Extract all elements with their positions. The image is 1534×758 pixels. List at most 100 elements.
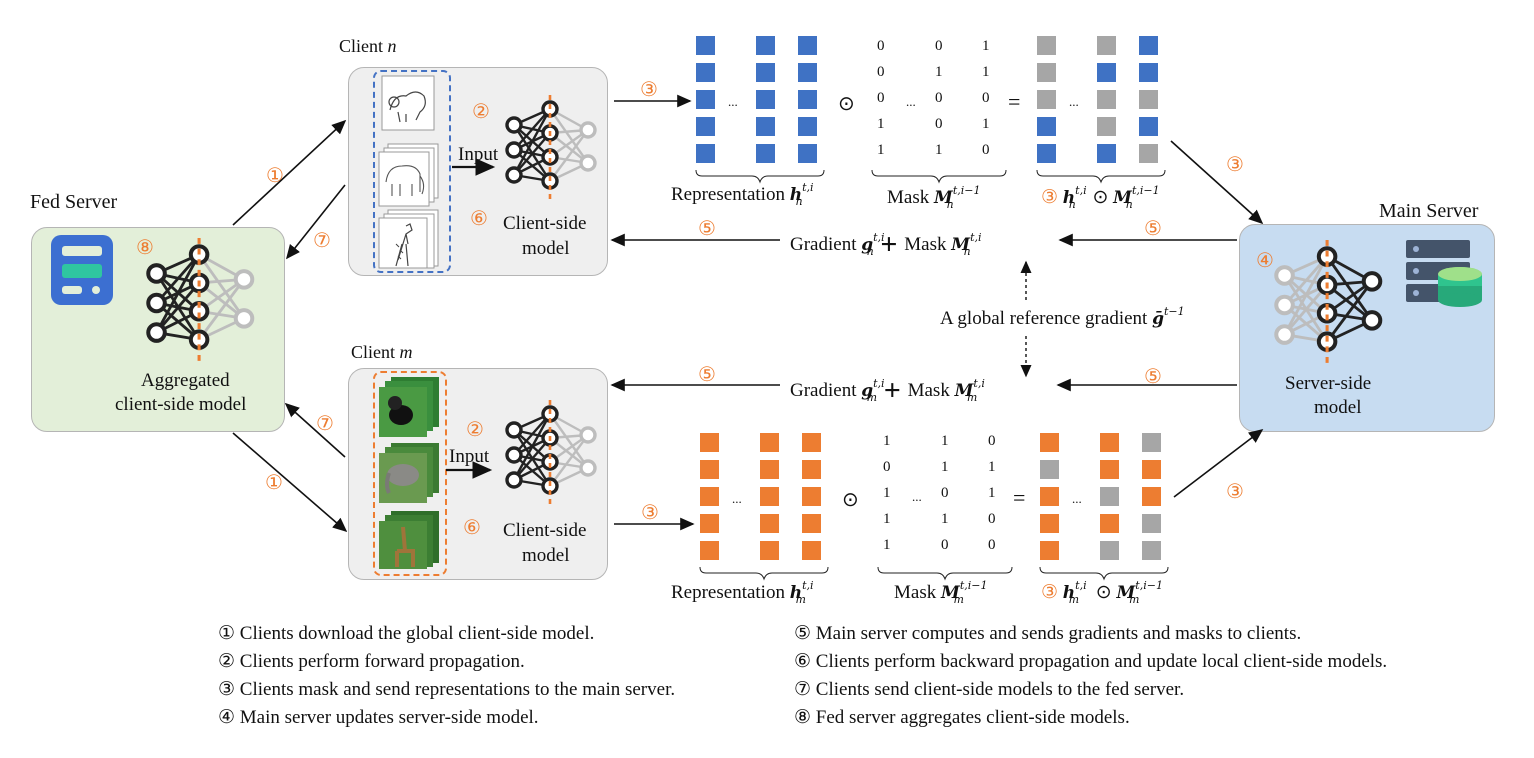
matrix-cell xyxy=(1142,433,1161,452)
matrix-cell xyxy=(1097,117,1116,136)
database-server-icon xyxy=(1406,240,1482,307)
matrix-cell xyxy=(1142,514,1161,533)
nn-node xyxy=(505,471,523,489)
matrix-cell xyxy=(798,144,817,163)
matrix-cell xyxy=(1100,487,1119,506)
odot-n: ⊙ xyxy=(838,93,855,115)
client-m-label: Client m xyxy=(351,342,413,362)
matrix-cell xyxy=(802,514,821,533)
server-icon xyxy=(51,235,113,305)
nn-client-m xyxy=(505,400,597,508)
mask-value: 1 xyxy=(883,511,891,527)
matrix-cell xyxy=(1040,514,1059,533)
matrix-cell xyxy=(1139,117,1158,136)
nn-edge xyxy=(513,132,551,176)
nn-node xyxy=(146,322,167,343)
matrix-cell xyxy=(760,433,779,452)
nn-node xyxy=(233,308,255,329)
matrix-cell xyxy=(1040,487,1059,506)
legend-item-5: ⑤ Main server computes and sends gradien… xyxy=(794,623,1302,644)
mask-n-caption: Mask Mt,i−1n xyxy=(887,184,981,211)
repr-n-caption: Representation ht,in xyxy=(671,181,814,208)
odot-m: ⊙ xyxy=(842,489,859,511)
matrix-cell xyxy=(1100,460,1119,479)
mask-value: 0 xyxy=(988,537,996,553)
nn-node xyxy=(146,292,167,314)
aggregated-line2: client-side model xyxy=(115,394,247,415)
mask-value: 1 xyxy=(941,459,949,475)
matrix-cell xyxy=(1097,36,1116,55)
nn-edge xyxy=(197,278,246,341)
mask-value: 1 xyxy=(883,537,891,553)
client-m-images xyxy=(379,377,439,569)
server-side-line2: model xyxy=(1314,397,1362,418)
ellipsis: ... xyxy=(1072,491,1082,506)
client-n-label: Client n xyxy=(339,36,397,56)
nn-fed-server xyxy=(146,238,255,366)
matrix-cell xyxy=(1139,90,1158,109)
mask-value: 1 xyxy=(935,142,943,158)
nn-edge xyxy=(1283,283,1329,336)
mask-value: 0 xyxy=(941,485,949,501)
nn-client-n xyxy=(505,95,597,203)
step-7-bottom: ⑦ xyxy=(316,413,334,435)
client-n-images xyxy=(378,75,439,269)
client-n-data-frame xyxy=(373,70,451,273)
global-ref-gradient: A global reference gradient ḡt−1 xyxy=(940,305,1185,329)
legend-item-6: ⑥ Clients perform backward propagation a… xyxy=(794,651,1388,672)
matrix-cell xyxy=(798,63,817,82)
ellipsis: ... xyxy=(728,94,738,109)
matrix-cell xyxy=(760,514,779,533)
mask-value: 0 xyxy=(935,38,943,54)
mask-value: 1 xyxy=(883,485,891,501)
matrix-cell xyxy=(802,487,821,506)
nn-edge xyxy=(549,108,589,164)
nn-main-server xyxy=(1274,240,1383,368)
mask-value: 0 xyxy=(982,90,990,106)
equals-m: = xyxy=(1013,485,1026,510)
mask-m-caption: Mask Mt,i−1m xyxy=(894,579,988,606)
mask-value: 0 xyxy=(877,64,885,80)
matrix-cell xyxy=(760,487,779,506)
step-2-client-n: ② xyxy=(472,101,490,123)
nn-edge xyxy=(155,253,201,304)
nn-node xyxy=(579,459,597,477)
nn-edge xyxy=(513,437,551,481)
step-2-client-m: ② xyxy=(466,419,484,441)
step-3-client-m: ③ xyxy=(641,502,659,524)
step-5-left-bottom: ⑤ xyxy=(698,364,716,386)
gradient-mask-m: Gradient gt,im + Mask Mt,im xyxy=(790,374,985,407)
matrix-cell xyxy=(1037,63,1056,82)
step-3-to-main-top: ③ xyxy=(1226,154,1244,176)
mask-value: 0 xyxy=(877,38,885,54)
nn-node xyxy=(1274,265,1295,286)
matrix-cell xyxy=(1037,144,1056,163)
step-3-to-main-bottom: ③ xyxy=(1226,481,1244,503)
fed-server-label: Fed Server xyxy=(30,191,118,213)
nn-node xyxy=(1361,310,1383,331)
matrix-cell xyxy=(700,541,719,560)
mask-value: 1 xyxy=(941,511,949,527)
nn-edge xyxy=(1283,255,1329,306)
repr-m-caption: Representation ht,im xyxy=(671,579,814,606)
legend-item-1: ① Clients download the global client-sid… xyxy=(218,623,595,644)
mask-value: 0 xyxy=(877,90,885,106)
nn-edge xyxy=(549,129,589,182)
step-8: ⑧ xyxy=(136,237,154,259)
client-side-model-n-line1: Client-side xyxy=(503,213,587,234)
matrix-cell xyxy=(802,541,821,560)
mask-value: 1 xyxy=(935,64,943,80)
nn-node xyxy=(1361,271,1383,292)
nn-edge xyxy=(549,413,589,469)
main-server-label: Main Server xyxy=(1379,200,1479,222)
nn-edge xyxy=(512,108,552,176)
matrix-cell xyxy=(700,433,719,452)
mask-value: 1 xyxy=(982,38,990,54)
ellipsis: ... xyxy=(906,94,916,109)
server-side-line1: Server-side xyxy=(1285,373,1372,394)
nn-edge xyxy=(549,434,589,487)
step-1-top: ① xyxy=(266,165,284,187)
matrix-cell xyxy=(700,460,719,479)
